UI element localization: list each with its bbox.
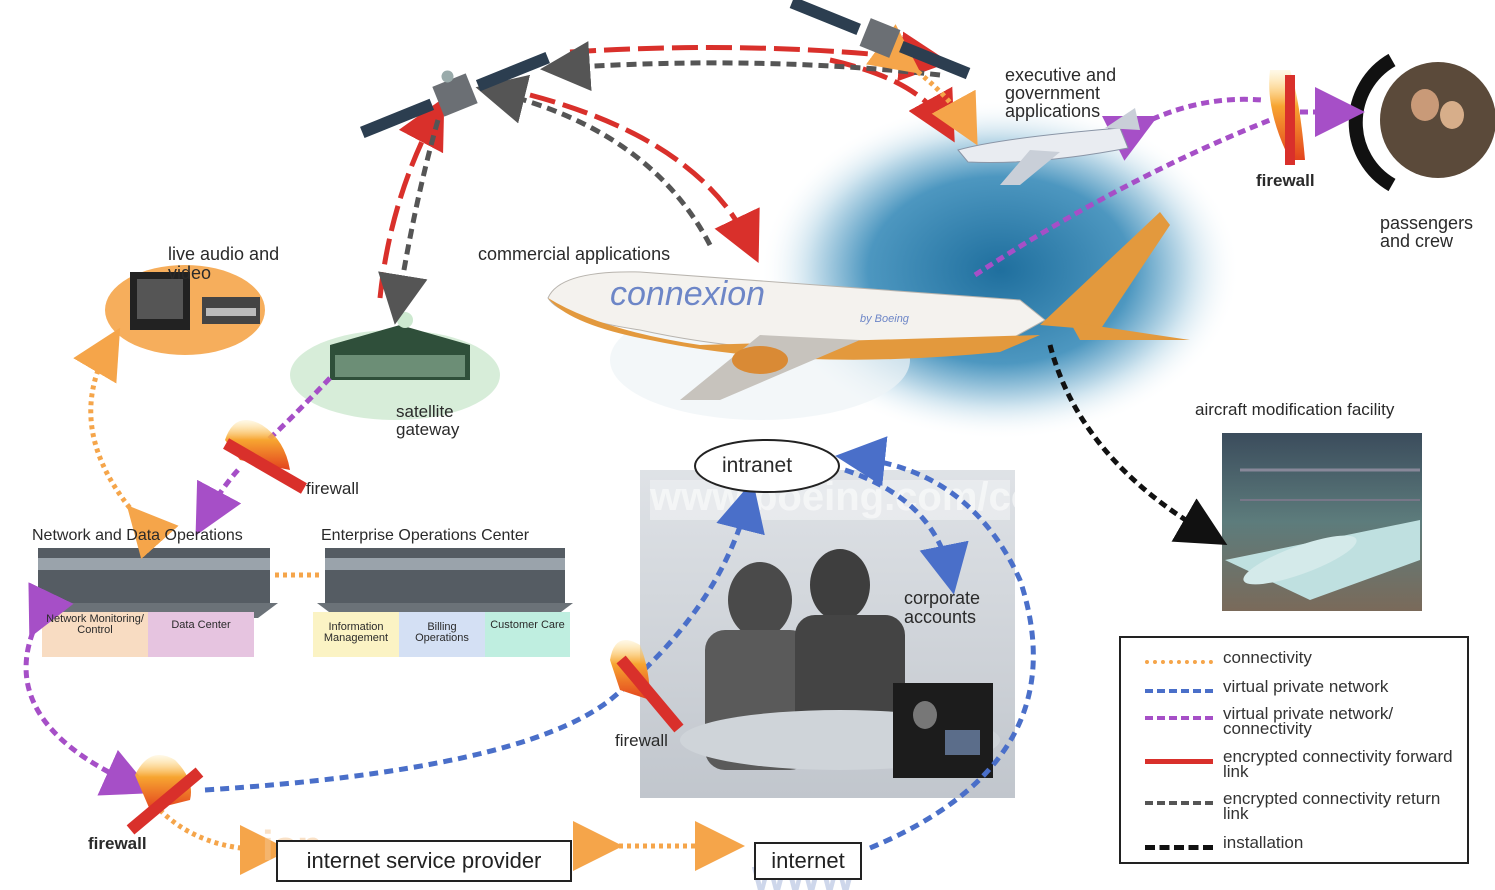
plane-brand: connexion — [610, 275, 765, 313]
label-live-audio: live audio and video — [168, 244, 280, 283]
firewall-bottom-icon — [126, 755, 204, 835]
isp-box: internet service provider — [276, 840, 572, 882]
label-satellite-gateway: satellite gateway — [396, 402, 460, 439]
eoc-unit-info: Information Management — [323, 621, 389, 644]
legend-swatch-forward — [1145, 759, 1213, 764]
legend-label-vpn: virtual private network — [1223, 677, 1389, 696]
legend-label-vpn-connectivity: virtual private network/ connectivity — [1223, 704, 1394, 738]
connectivity-fw-isp — [158, 808, 290, 875]
executive-plane — [957, 108, 1140, 185]
vpn-internet-intranet — [835, 436, 1036, 851]
legend-item-installation: installation — [1145, 833, 1453, 852]
vpn-connectivity-plane-fw — [973, 117, 1271, 278]
live-audio-video-illustration — [105, 265, 265, 355]
label-passengers: passengers and crew — [1380, 213, 1474, 251]
legend-item-forward: encrypted connectivity forward link — [1145, 747, 1453, 781]
firewall-center-icon — [610, 640, 684, 733]
eoc-title: Enterprise Operations Center — [321, 527, 530, 544]
vpn-connectivity-fw-nod — [195, 468, 242, 536]
satellite-left — [360, 51, 550, 139]
plane-sub-brand: by Boeing — [860, 313, 910, 325]
label-executive: executive and government applications — [1005, 65, 1117, 121]
nod-unit-datacenter-bg — [148, 612, 254, 657]
eoc-unit-care: Customer Care — [490, 619, 565, 631]
legend-label-connectivity: connectivity — [1223, 648, 1312, 667]
label-firewall-top: firewall — [1256, 171, 1315, 190]
eoc-unit-billing: Billing Operations — [415, 621, 469, 644]
forward-link-gateway-sat — [377, 97, 445, 299]
installation-plane-facility — [1047, 344, 1228, 545]
connectivity-sat-exec — [866, 24, 978, 146]
label-aircraft-mod: aircraft modification facility — [1195, 400, 1395, 419]
aircraft-modification-photo — [1222, 433, 1422, 611]
vpn-connectivity-exec-fw — [1101, 96, 1263, 161]
firewall-top-icon — [1269, 70, 1305, 165]
satellite-right — [789, 0, 971, 80]
label-firewall-center: firewall — [615, 731, 668, 750]
nod-unit-monitoring: Network Monitoring/ Control — [46, 613, 144, 636]
legend-item-return: encrypted connectivity return link — [1145, 789, 1453, 823]
legend-swatch-installation — [1145, 845, 1213, 850]
connectivity-nod-av — [73, 327, 179, 560]
nod-building — [30, 548, 278, 618]
forward-link-sat-plane — [529, 92, 760, 264]
nod-title: Network and Data Operations — [32, 527, 243, 544]
vpn-connectivity-nod-fw — [23, 582, 154, 796]
label-intranet: intranet — [722, 454, 793, 477]
legend-item-vpn-connectivity: virtual private network/ connectivity — [1145, 704, 1453, 738]
return-link-plane-sat — [475, 74, 713, 247]
internet-box: internet — [754, 842, 862, 880]
legend-label-forward: encrypted connectivity forward link — [1223, 747, 1453, 781]
commercial-plane — [547, 212, 1190, 400]
label-commercial: commercial applications — [478, 244, 671, 264]
legend-swatch-return — [1145, 801, 1213, 805]
legend-swatch-vpn — [1145, 689, 1213, 693]
return-link-sat-gateway — [378, 119, 441, 325]
eoc-unit-billing-bg — [399, 612, 485, 657]
firewall-mid-icon — [223, 420, 307, 494]
vpn-fw-intranet — [204, 480, 765, 793]
passengers-photo — [1348, 53, 1495, 192]
office-photo — [640, 470, 1015, 798]
legend-item-vpn: virtual private network — [1145, 677, 1453, 696]
legend-label-return: encrypted connectivity return link — [1223, 789, 1441, 823]
eoc-unit-info-bg — [313, 612, 399, 657]
legend-swatch-vpn-connectivity — [1145, 716, 1213, 720]
legend: connectivity virtual private network vir… — [1119, 636, 1469, 864]
intranet-node — [694, 439, 840, 493]
legend-label-installation: installation — [1223, 833, 1304, 852]
label-firewall-bottom: firewall — [88, 834, 147, 853]
return-link-sat-sat — [540, 41, 941, 92]
label-corporate: corporate accounts — [904, 588, 981, 627]
label-firewall-mid: firewall — [306, 479, 359, 498]
eoc-building — [317, 548, 573, 618]
legend-item-connectivity: connectivity — [1145, 648, 1453, 667]
satellite-gateway-building — [290, 312, 500, 420]
nod-unit-datacenter: Data Center — [171, 619, 231, 631]
eoc-unit-care-bg — [485, 612, 570, 657]
legend-swatch-connectivity — [1145, 660, 1213, 664]
